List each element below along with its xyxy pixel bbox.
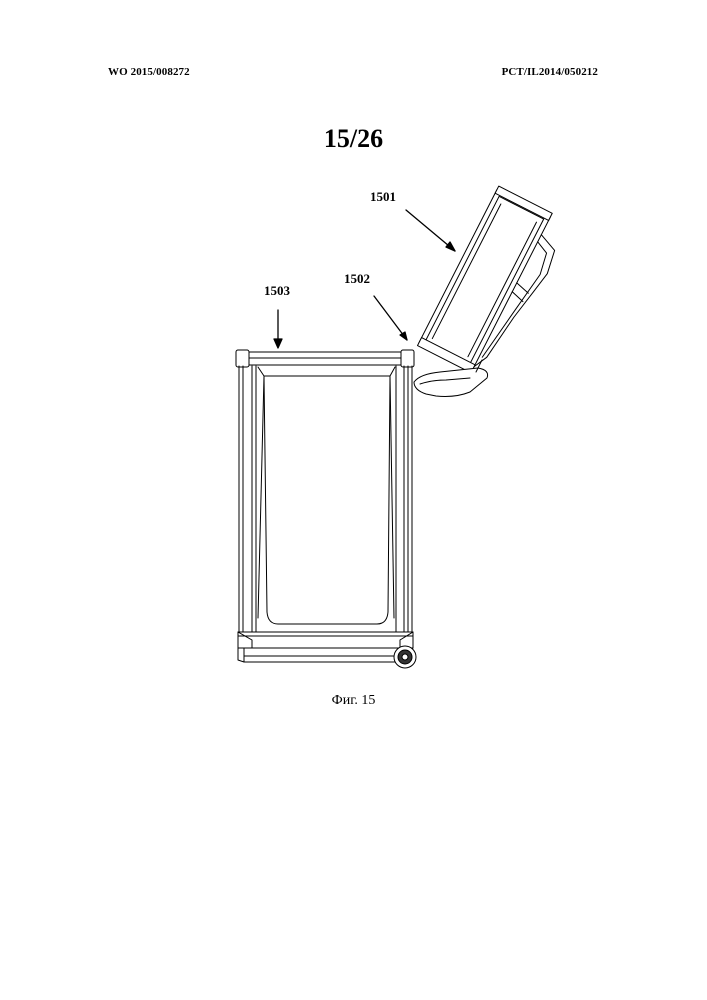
label-1502: 1502 [344,271,370,287]
label-1503: 1503 [264,283,290,299]
bin-body [236,350,416,668]
lid [417,186,572,383]
label-1501: 1501 [370,189,396,205]
hinge [414,360,488,397]
figure-caption: Фиг. 15 [0,693,707,709]
base [238,632,413,648]
